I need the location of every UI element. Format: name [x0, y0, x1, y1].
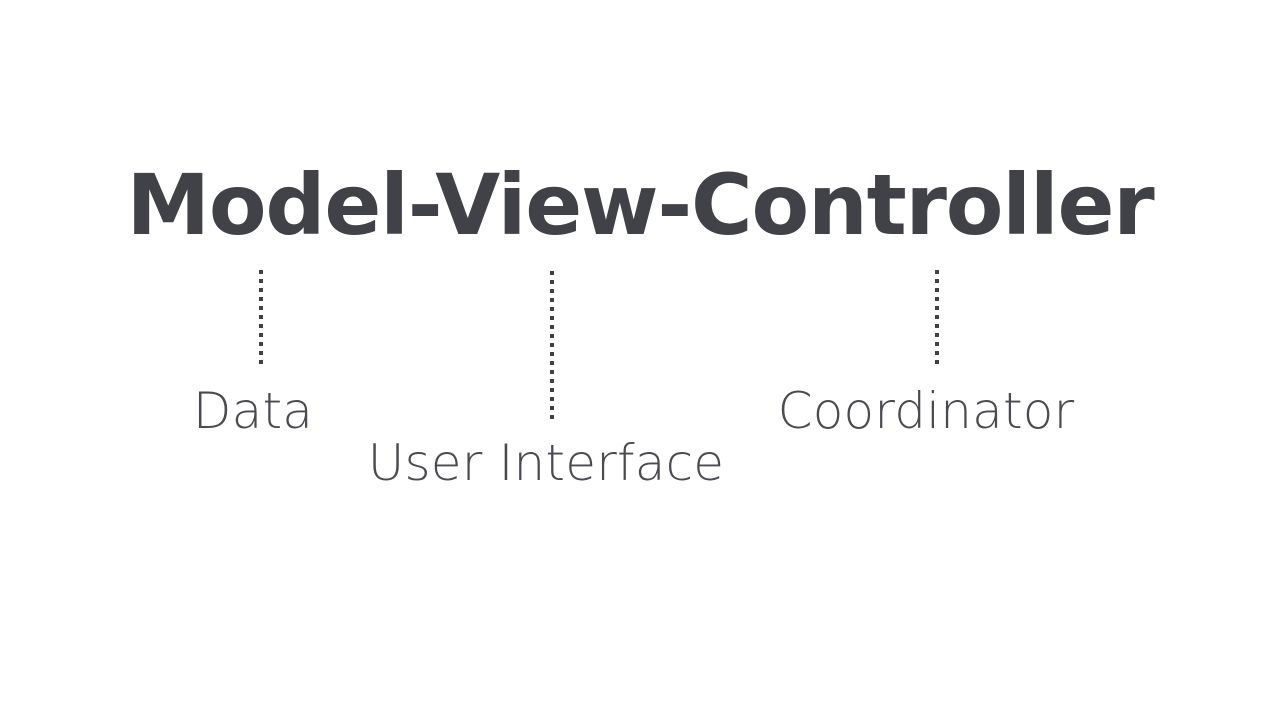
connector-line-view — [550, 271, 554, 420]
annotation-label-view: User Interface — [367, 434, 725, 492]
connector-line-controller — [935, 270, 939, 366]
connector-line-model — [259, 270, 263, 366]
page-title: Model-View-Controller — [126, 156, 1155, 254]
annotation-label-model: Data — [192, 382, 314, 440]
annotation-label-controller: Coordinator — [777, 382, 1075, 440]
